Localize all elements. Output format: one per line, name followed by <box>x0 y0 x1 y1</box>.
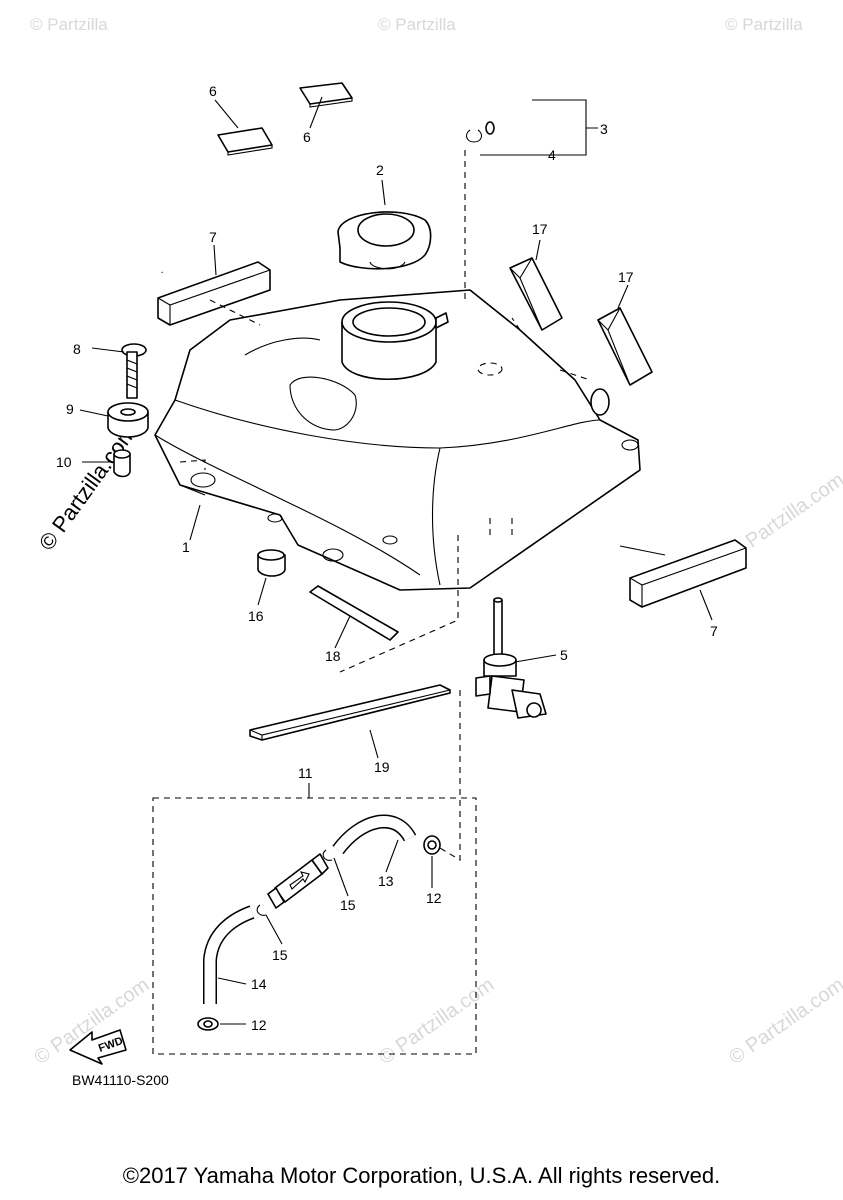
diagram-code: BW41110-S200 <box>72 1072 169 1088</box>
foam-strip-7-lower <box>629 539 747 608</box>
rubber-damper <box>257 549 286 577</box>
watermark-brand-dark: © Partzilla.com <box>34 420 141 555</box>
callout-7-lower: 7 <box>710 623 718 639</box>
watermark-brand: © Partzilla.com <box>725 974 843 1069</box>
fuel-filter <box>267 853 329 909</box>
callout-14: 14 <box>251 976 267 992</box>
callout-17-lower: 17 <box>618 269 634 285</box>
foam-strip-17-upper <box>509 257 563 331</box>
grommet <box>107 402 149 438</box>
routing-line <box>209 299 261 326</box>
forward-arrow-icon: FWD <box>69 1029 127 1065</box>
breather-hose <box>154 59 535 275</box>
callout-numbers: 1 2 3 4 5 6 6 7 7 8 9 10 11 12 12 13 14 … <box>56 83 718 1033</box>
watermark-corner: © Partzilla <box>725 15 803 34</box>
routing-line <box>339 535 459 673</box>
routing-line <box>179 459 206 470</box>
insulator-sheet <box>249 684 451 741</box>
collar <box>113 449 131 478</box>
hose-clamp-upper <box>423 835 441 855</box>
callout-2: 2 <box>376 162 384 178</box>
callout-12-lower: 12 <box>251 1017 267 1033</box>
foam-strip-7-upper <box>157 261 271 326</box>
clip-15-lower <box>256 904 267 916</box>
routing-line <box>439 690 461 861</box>
hose-clip <box>465 129 483 143</box>
callout-5: 5 <box>560 647 568 663</box>
callout-19: 19 <box>374 759 390 775</box>
callout-12-upper: 12 <box>426 890 442 906</box>
clip-15-upper <box>322 849 333 861</box>
watermark-corner: © Partzilla <box>378 15 456 34</box>
foam-strip-17-lower <box>597 307 653 386</box>
pad-6-right <box>299 82 353 105</box>
fuel-line-kit-box <box>152 797 477 1055</box>
watermark-brand: © Partzilla.com <box>375 974 498 1069</box>
callout-16: 16 <box>248 608 264 624</box>
filler-neck <box>341 301 449 381</box>
callout-1: 1 <box>182 539 190 555</box>
damper-strip-18 <box>309 585 399 641</box>
callout-9: 9 <box>66 401 74 417</box>
watermark-corner: © Partzilla <box>30 15 108 34</box>
callout-6-right: 6 <box>303 129 311 145</box>
pad-6-left <box>217 127 273 153</box>
callout-3: 3 <box>600 121 608 137</box>
callout-17-upper: 17 <box>532 221 548 237</box>
callout-15-lower: 15 <box>272 947 288 963</box>
callout-18: 18 <box>325 648 341 664</box>
callout-6-left: 6 <box>209 83 217 99</box>
routing-line <box>511 317 591 381</box>
fuel-cock <box>475 597 547 719</box>
copyright-notice: ©2017 Yamaha Motor Corporation, U.S.A. A… <box>122 1163 721 1188</box>
callout-10: 10 <box>56 454 72 470</box>
leader-lines <box>79 96 713 1025</box>
fuel-cap <box>337 211 432 270</box>
callout-8: 8 <box>73 341 81 357</box>
fuel-tank <box>154 289 641 591</box>
callout-15-upper: 15 <box>340 897 356 913</box>
tank-side-fitting <box>590 388 610 416</box>
bolt <box>121 343 147 399</box>
callout-7-upper: 7 <box>209 229 217 245</box>
callout-4: 4 <box>548 147 556 163</box>
leader-3-4 <box>480 99 598 156</box>
callout-13: 13 <box>378 873 394 889</box>
callout-11: 11 <box>298 765 313 781</box>
hose-clamp-lower <box>197 1017 219 1031</box>
